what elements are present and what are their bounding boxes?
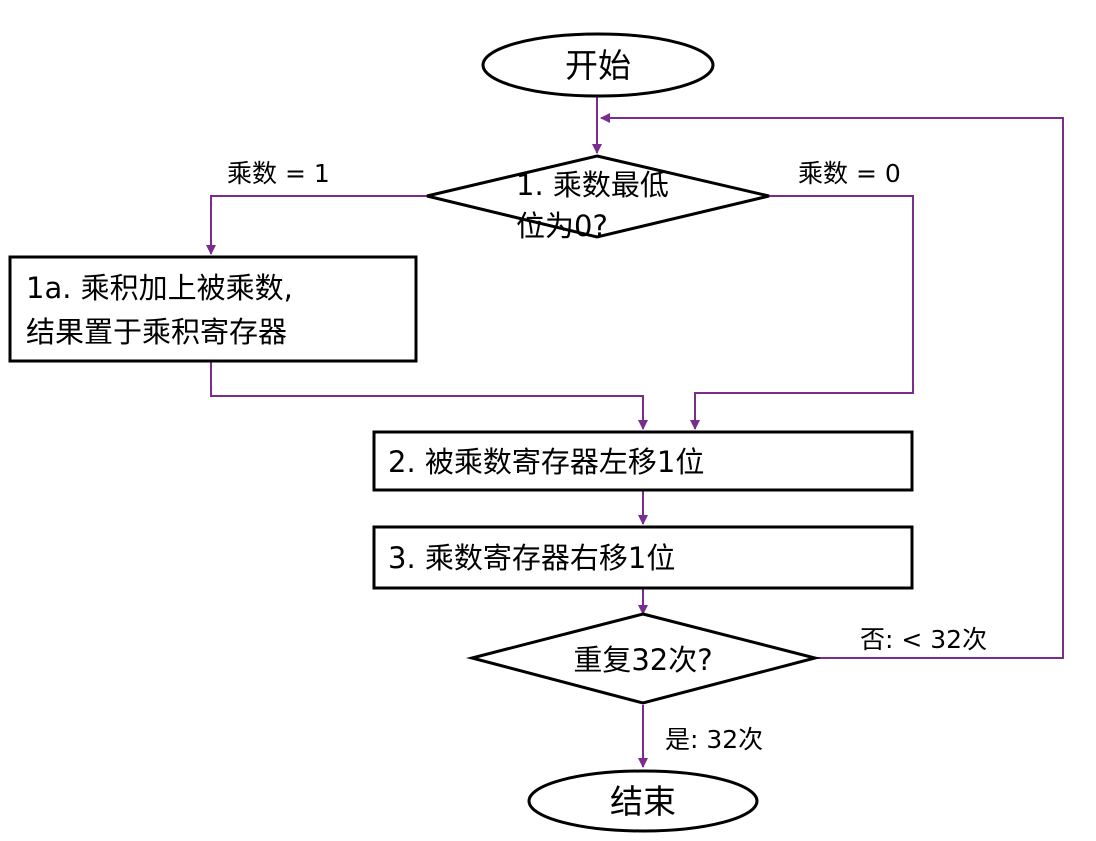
step3-label: 3. 乘数寄存器右移1位 bbox=[388, 541, 675, 575]
arrow-decision2-loop-back bbox=[600, 113, 1064, 659]
step3-node: 3. 乘数寄存器右移1位 bbox=[372, 525, 914, 590]
start-node: 开始 bbox=[481, 32, 715, 98]
edge-label-multiplier-0: 乘数 = 0 bbox=[798, 159, 901, 188]
arrow-step1a-to-step2 bbox=[210, 362, 648, 430]
step1a-label-line1: 1a. 乘积加上被乘数, bbox=[26, 271, 293, 305]
decision2-diamond bbox=[466, 612, 821, 705]
step2-box bbox=[372, 430, 914, 492]
decision1-label-line1: 1. 乘数最低 bbox=[516, 168, 669, 202]
edge-label-multiplier-1: 乘数 = 1 bbox=[227, 159, 330, 188]
end-label: 结束 bbox=[610, 782, 676, 821]
connectors bbox=[206, 96, 1064, 768]
decision1-node: 1. 乘数最低 位为0? bbox=[426, 154, 770, 243]
decision1-label-line2: 位为0? bbox=[516, 209, 608, 243]
step1a-label-line2: 结果置于乘积寄存器 bbox=[26, 315, 287, 349]
end-node: 结束 bbox=[527, 769, 759, 833]
start-oval bbox=[481, 32, 715, 98]
end-oval bbox=[527, 769, 759, 833]
decision2-label: 重复32次? bbox=[573, 643, 712, 677]
step1a-box bbox=[8, 255, 418, 363]
step2-node: 2. 被乘数寄存器左移1位 bbox=[372, 430, 914, 492]
edge-labels: 乘数 = 1 乘数 = 0 否: < 32次 是: 32次 bbox=[227, 159, 987, 754]
arrow-decision1-to-step2 bbox=[690, 195, 914, 430]
step2-label: 2. 被乘数寄存器左移1位 bbox=[388, 445, 704, 479]
decision2-node: 重复32次? bbox=[466, 612, 821, 705]
edge-label-no-loop: 否: < 32次 bbox=[860, 625, 987, 654]
step1a-node: 1a. 乘积加上被乘数, 结果置于乘积寄存器 bbox=[8, 255, 418, 363]
decision1-diamond bbox=[426, 154, 770, 239]
edge-label-yes-done: 是: 32次 bbox=[665, 725, 763, 754]
step3-box bbox=[372, 525, 914, 590]
arrow-decision1-to-step1a bbox=[206, 195, 427, 255]
start-label: 开始 bbox=[565, 46, 631, 85]
